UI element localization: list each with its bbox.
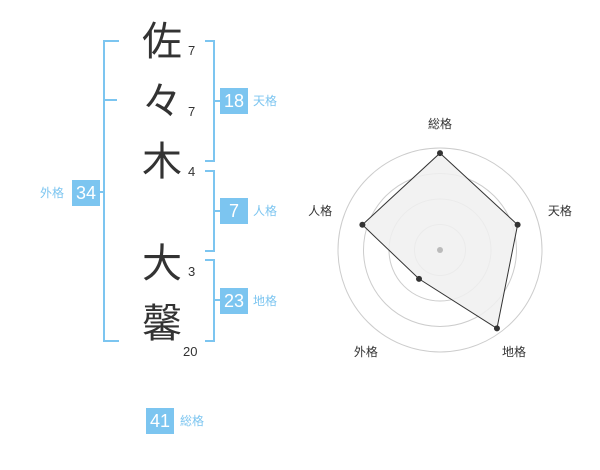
radar-axis-label: 地格 — [502, 344, 526, 359]
name-char-4: 大 — [142, 241, 182, 287]
radar-area — [361, 152, 519, 330]
tenkaku-connector — [214, 100, 220, 102]
jinkaku-label: 人格 — [253, 204, 278, 218]
stroke-count-4: 3 — [188, 264, 196, 279]
gaikaku-bracket — [103, 40, 119, 342]
soukaku-badge: 41 — [146, 408, 174, 434]
tenkaku-label: 天格 — [253, 94, 278, 108]
radar-point — [437, 150, 443, 157]
jinkaku-badge: 7 — [220, 198, 248, 224]
name-char-3: 木 — [142, 139, 182, 185]
chikaku-badge: 23 — [220, 288, 248, 314]
radar-axis-label: 人格 — [308, 203, 332, 218]
radar-ring — [337, 147, 543, 353]
radar-point — [416, 275, 423, 282]
gaikaku-inner-tick — [104, 99, 117, 101]
stroke-count-3: 4 — [188, 164, 196, 179]
soukaku-label: 総格 — [180, 414, 205, 428]
name-char-2: 々 — [142, 79, 182, 125]
gaikaku-badge: 34 — [72, 180, 100, 206]
radar-axis-label: 天格 — [548, 203, 572, 218]
radar-axis-label: 総格 — [428, 116, 452, 131]
jinkaku-connector — [214, 210, 220, 212]
radar-center-dot — [437, 247, 443, 253]
name-char-1: 佐 — [142, 19, 182, 65]
gaikaku-connector — [97, 191, 104, 193]
radar-point — [359, 221, 366, 228]
radar-point — [493, 325, 500, 332]
radar-point — [514, 221, 521, 228]
chikaku-connector — [214, 299, 220, 301]
gaikaku-label: 外格 — [40, 186, 65, 200]
name-char-5: 馨 — [142, 301, 182, 347]
chikaku-label: 地格 — [253, 294, 278, 308]
stroke-count-1: 7 — [188, 43, 196, 58]
tenkaku-badge: 18 — [220, 88, 248, 114]
radar-axis-label: 外格 — [354, 344, 378, 359]
stroke-count-5: 20 — [183, 344, 198, 359]
stroke-count-2: 7 — [188, 104, 196, 119]
